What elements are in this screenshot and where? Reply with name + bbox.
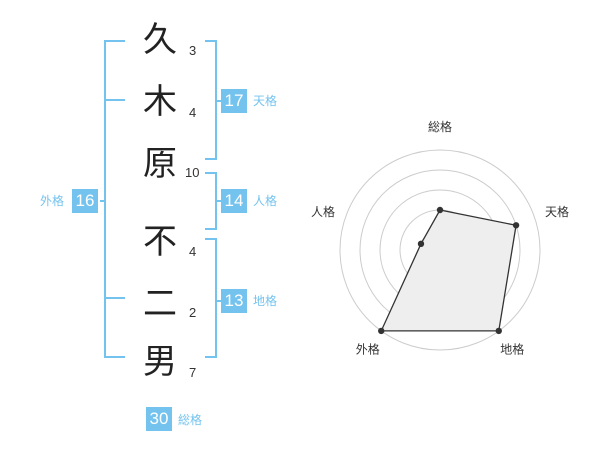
tenkaku-connector: [216, 100, 222, 102]
char-2: 木: [143, 82, 177, 122]
jinkaku-value: 14: [221, 189, 247, 213]
jinkaku-label: 人格: [253, 194, 278, 208]
chikaku-bracket: [205, 238, 217, 358]
radar-point-4: [378, 327, 385, 335]
radar-axis-label-2: 天格: [545, 204, 569, 219]
stroke-count-2: 4: [189, 105, 197, 120]
stroke-count-5: 2: [189, 305, 197, 320]
radar-point-5: [417, 240, 425, 248]
radar-axis-label-1: 総格: [428, 119, 452, 134]
jinkaku-connector: [216, 200, 222, 202]
gaikaku-label: 外格: [40, 194, 65, 208]
char-1: 久: [143, 20, 177, 60]
radar-points: [378, 206, 520, 335]
char-4: 不: [143, 222, 177, 262]
radar-ring: [339, 149, 541, 351]
radar-axis-label-4: 外格: [356, 342, 380, 357]
tenkaku-label: 天格: [253, 94, 278, 108]
radar-area: [380, 209, 517, 332]
soukaku-label: 総格: [178, 413, 203, 427]
bracket-tick-bottom: [104, 297, 125, 299]
char-6: 男: [143, 342, 177, 382]
chikaku-label: 地格: [253, 294, 278, 308]
gaikaku-connector: [100, 200, 106, 202]
char-3: 原: [143, 144, 177, 184]
stroke-count-6: 7: [189, 365, 197, 380]
radar-point-1: [436, 206, 444, 214]
chikaku-connector: [216, 300, 222, 302]
tenkaku-value: 17: [221, 89, 247, 113]
char-5: 二: [143, 284, 177, 324]
radar-point-2: [512, 222, 520, 229]
gaikaku-bracket: [104, 40, 125, 358]
bracket-tick-top: [104, 99, 125, 101]
radar-point-3: [495, 327, 502, 335]
chikaku-value: 13: [221, 289, 247, 313]
gaikaku-value: 16: [72, 189, 98, 213]
radar-axis-label-3: 地格: [500, 342, 524, 357]
stroke-count-1: 3: [189, 43, 197, 58]
radar-axis-label-5: 人格: [311, 204, 335, 219]
soukaku-value: 30: [146, 407, 172, 431]
stroke-count-4: 4: [189, 244, 197, 259]
stroke-count-3: 10: [185, 165, 200, 180]
